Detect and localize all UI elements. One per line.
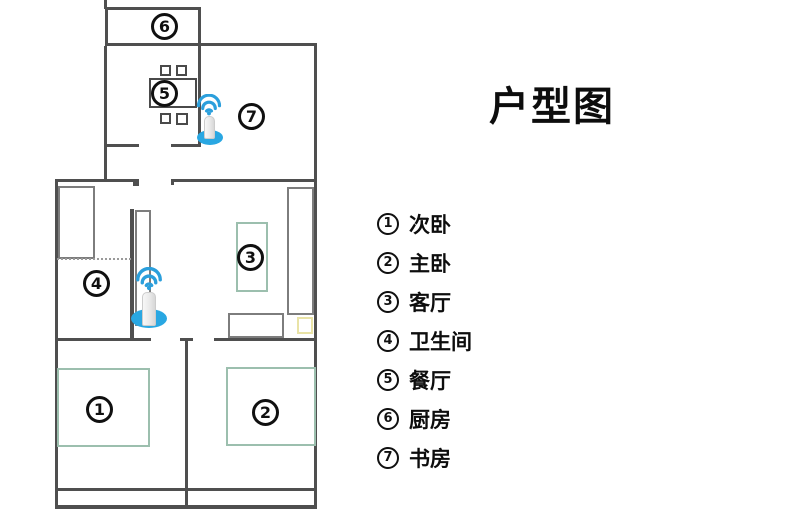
room-number: 3 <box>244 247 257 267</box>
room-number: 4 <box>90 273 103 293</box>
room-number: 2 <box>259 402 272 422</box>
wall-hall-top-right <box>171 144 201 147</box>
room-number: 7 <box>245 106 258 126</box>
page-title: 户型图 <box>489 84 615 130</box>
dining-chair <box>160 113 171 124</box>
wall-bathroom-right <box>130 209 134 341</box>
room-number: 5 <box>158 83 171 103</box>
legend-number: 1 <box>377 212 399 235</box>
wall-bedroom-divider <box>185 339 188 509</box>
plan-label-master-bedroom: 2 <box>252 399 279 426</box>
wifi-router-icon <box>130 266 168 334</box>
wall-dining-study-divider <box>198 46 201 146</box>
legend-label: 厨房 <box>409 407 451 432</box>
legend-label: 餐厅 <box>409 368 451 393</box>
legend: 1 次卧 2 主卧 3 客厅 4 卫生间 5 餐厅 6 厨房 7 书房 <box>377 210 472 483</box>
legend-item-kitchen: 6 厨房 <box>377 405 472 432</box>
wall-bedrooms-top-left <box>55 338 151 341</box>
legend-item-secondary-bedroom: 1 次卧 <box>377 210 472 237</box>
dining-chair <box>176 113 188 125</box>
legend-label: 卫生间 <box>409 329 472 354</box>
legend-label: 书房 <box>409 446 451 471</box>
plan-label-secondary-bedroom: 1 <box>86 396 113 423</box>
wall-door-cap-right <box>171 179 174 185</box>
bathroom-partition-dashed <box>57 258 131 260</box>
wall-left-outer <box>55 179 58 509</box>
wifi-signal-icon <box>196 94 222 116</box>
plan-label-bathroom: 4 <box>83 270 110 297</box>
dining-chair <box>176 65 187 76</box>
wall-kitchen-top-stub <box>104 0 107 9</box>
plan-label-kitchen: 6 <box>151 13 178 40</box>
wall-study-top <box>201 43 317 46</box>
side-table <box>297 317 313 334</box>
tv-stand <box>228 313 284 338</box>
legend-number: 7 <box>377 446 399 469</box>
plan-label-dining-room: 5 <box>151 80 178 107</box>
legend-item-dining-room: 5 餐厅 <box>377 366 472 393</box>
dining-chair <box>160 65 171 76</box>
router-body <box>204 116 215 139</box>
wall-left-upper <box>104 46 107 182</box>
wall-balcony <box>55 488 317 491</box>
legend-item-master-bedroom: 2 主卧 <box>377 249 472 276</box>
shower-area <box>58 186 95 259</box>
wifi-signal-icon <box>136 267 162 291</box>
plan-label-study: 7 <box>238 103 265 130</box>
legend-item-bathroom: 4 卫生间 <box>377 327 472 354</box>
room-number: 6 <box>158 16 171 36</box>
room-number: 1 <box>93 399 106 419</box>
legend-item-living-room: 3 客厅 <box>377 288 472 315</box>
wall-hall-bottom-left <box>55 179 138 182</box>
legend-label: 次卧 <box>409 212 451 237</box>
wall-hall-bottom-right <box>171 179 317 182</box>
legend-label: 主卧 <box>409 251 451 276</box>
legend-label: 客厅 <box>409 290 451 315</box>
wall-right-outer <box>314 43 317 509</box>
wifi-router-icon <box>195 94 227 146</box>
wall-door-cap-left <box>133 179 139 186</box>
legend-number: 4 <box>377 329 399 352</box>
legend-number: 6 <box>377 407 399 430</box>
legend-number: 3 <box>377 290 399 313</box>
living-room-cabinet <box>287 187 314 315</box>
wall-bedrooms-top-right <box>214 338 317 341</box>
legend-number: 5 <box>377 368 399 391</box>
wall-hall-top-left <box>104 144 139 147</box>
legend-item-study: 7 书房 <box>377 444 472 471</box>
plan-label-living-room: 3 <box>237 244 264 271</box>
router-body <box>142 292 156 326</box>
legend-number: 2 <box>377 251 399 274</box>
wall-bottom-outer <box>55 505 317 509</box>
